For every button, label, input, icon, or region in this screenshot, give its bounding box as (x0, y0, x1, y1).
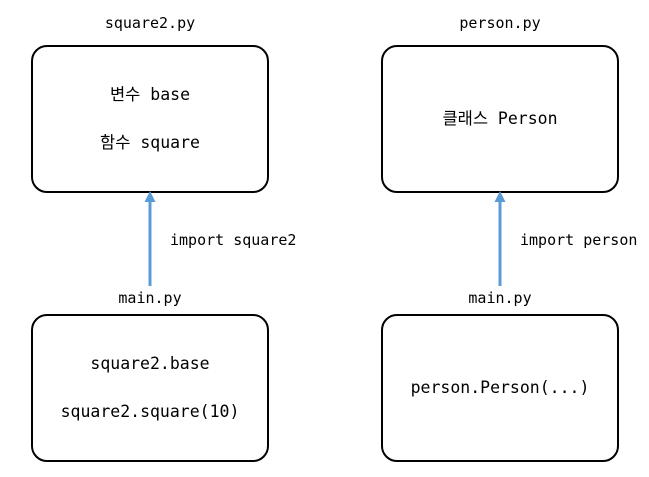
module-member-class-person: 클래스 Person (442, 109, 558, 129)
main-box-person: person.Person(...) (381, 314, 619, 462)
module-caption-square2: square2.py (104, 14, 196, 32)
module-member-function-square: 함수 square (100, 133, 200, 152)
module-group-square2: square2.py 변수 base 함수 square import squa… (0, 0, 300, 477)
import-arrow-person (494, 191, 506, 286)
import-arrow-label-square2: import square2 (170, 231, 297, 249)
module-box-person: 클래스 Person (381, 45, 619, 193)
module-group-person: person.py 클래스 Person import person main.… (350, 0, 649, 477)
main-caption-square2: main.py (118, 289, 182, 307)
usage-square2-base: square2.base (90, 354, 210, 374)
main-box-square2: square2.base square2.square(10) (31, 314, 269, 462)
usage-person-person-call: person.Person(...) (410, 378, 590, 398)
module-box-square2: 변수 base 함수 square (31, 45, 269, 193)
usage-square2-square-call: square2.square(10) (60, 402, 240, 421)
import-arrow-label-person: import person (520, 231, 638, 249)
main-caption-person: main.py (468, 289, 532, 307)
import-arrow-square2 (144, 191, 156, 286)
module-caption-person: person.py (459, 14, 541, 32)
module-member-variable-base: 변수 base (109, 85, 191, 105)
